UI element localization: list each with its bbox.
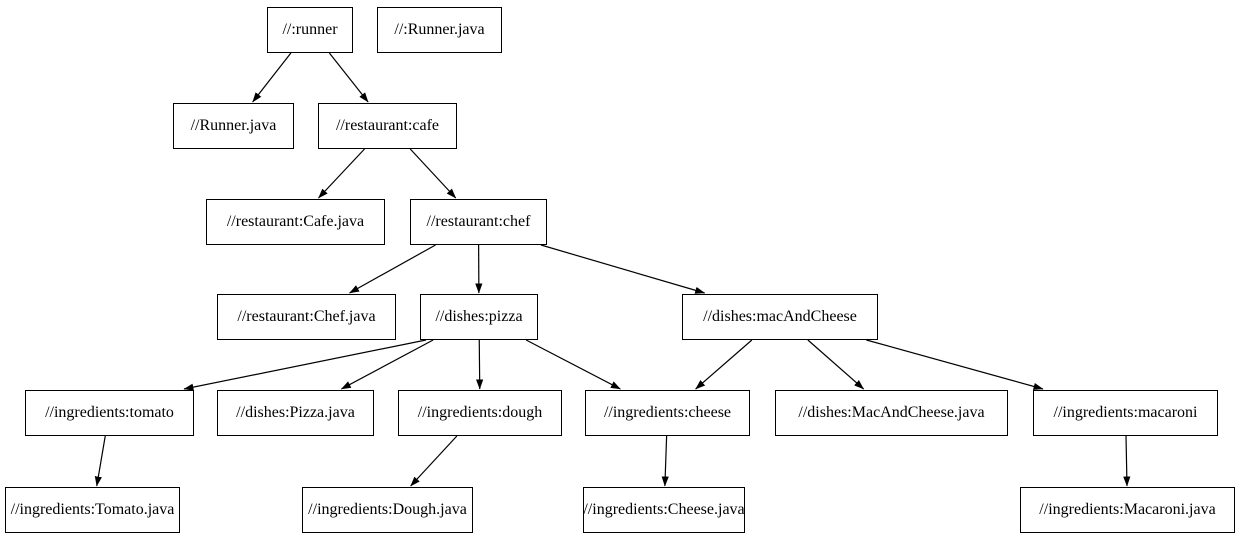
graph-edge xyxy=(525,339,621,390)
node-root-runner-java: //:Runner.java xyxy=(377,7,502,53)
node-ingredients-cheese: //ingredients:cheese xyxy=(585,390,750,436)
graph-edge xyxy=(328,52,369,103)
graph-edge xyxy=(807,339,865,390)
node-ingredients-tomato: //ingredients:tomato xyxy=(25,390,194,436)
graph-edge xyxy=(695,339,753,390)
node-restaurant-chef: //restaurant:chef xyxy=(410,199,547,245)
graph-edge xyxy=(866,339,1044,390)
node-ingredients-dough-java: //ingredients:Dough.java xyxy=(302,487,473,533)
node-ingredients-macaroni-java: //ingredients:Macaroni.java xyxy=(1020,487,1235,533)
node-runner-java: //Runner.java xyxy=(173,103,294,149)
node-ingredients-cheese-java: //ingredients:Cheese.java xyxy=(583,487,745,533)
node-root-runner: //:runner xyxy=(267,7,353,53)
node-ingredients-macaroni: //ingredients:macaroni xyxy=(1033,390,1218,436)
node-dishes-pizza: //dishes:pizza xyxy=(420,294,538,340)
graph-edge xyxy=(661,435,669,487)
node-ingredients-tomato-java: //ingredients:Tomato.java xyxy=(5,487,180,533)
graph-edge xyxy=(409,148,457,199)
node-dishes-mac-and-cheese: //dishes:macAndCheese xyxy=(682,294,878,340)
graph-edge xyxy=(540,244,706,294)
graph-edge xyxy=(252,52,292,103)
node-restaurant-cafe: //restaurant:cafe xyxy=(318,103,457,149)
node-dishes-mac-and-cheese-java: //dishes:MacAndCheese.java xyxy=(775,390,1008,436)
graph-edge xyxy=(318,148,365,199)
graph-edge xyxy=(340,339,434,390)
node-restaurant-chef-java: //restaurant:Chef.java xyxy=(217,294,396,340)
graph-edge xyxy=(476,339,484,390)
node-ingredients-dough: //ingredients:dough xyxy=(398,390,562,436)
graph-edge xyxy=(94,435,106,487)
graph-edge xyxy=(410,435,458,487)
graph-edge xyxy=(349,244,436,294)
node-dishes-pizza-java: //dishes:Pizza.java xyxy=(217,390,374,436)
graph-edge xyxy=(183,339,427,391)
node-restaurant-cafe-java: //restaurant:Cafe.java xyxy=(206,199,385,245)
graph-edge xyxy=(1123,435,1131,487)
